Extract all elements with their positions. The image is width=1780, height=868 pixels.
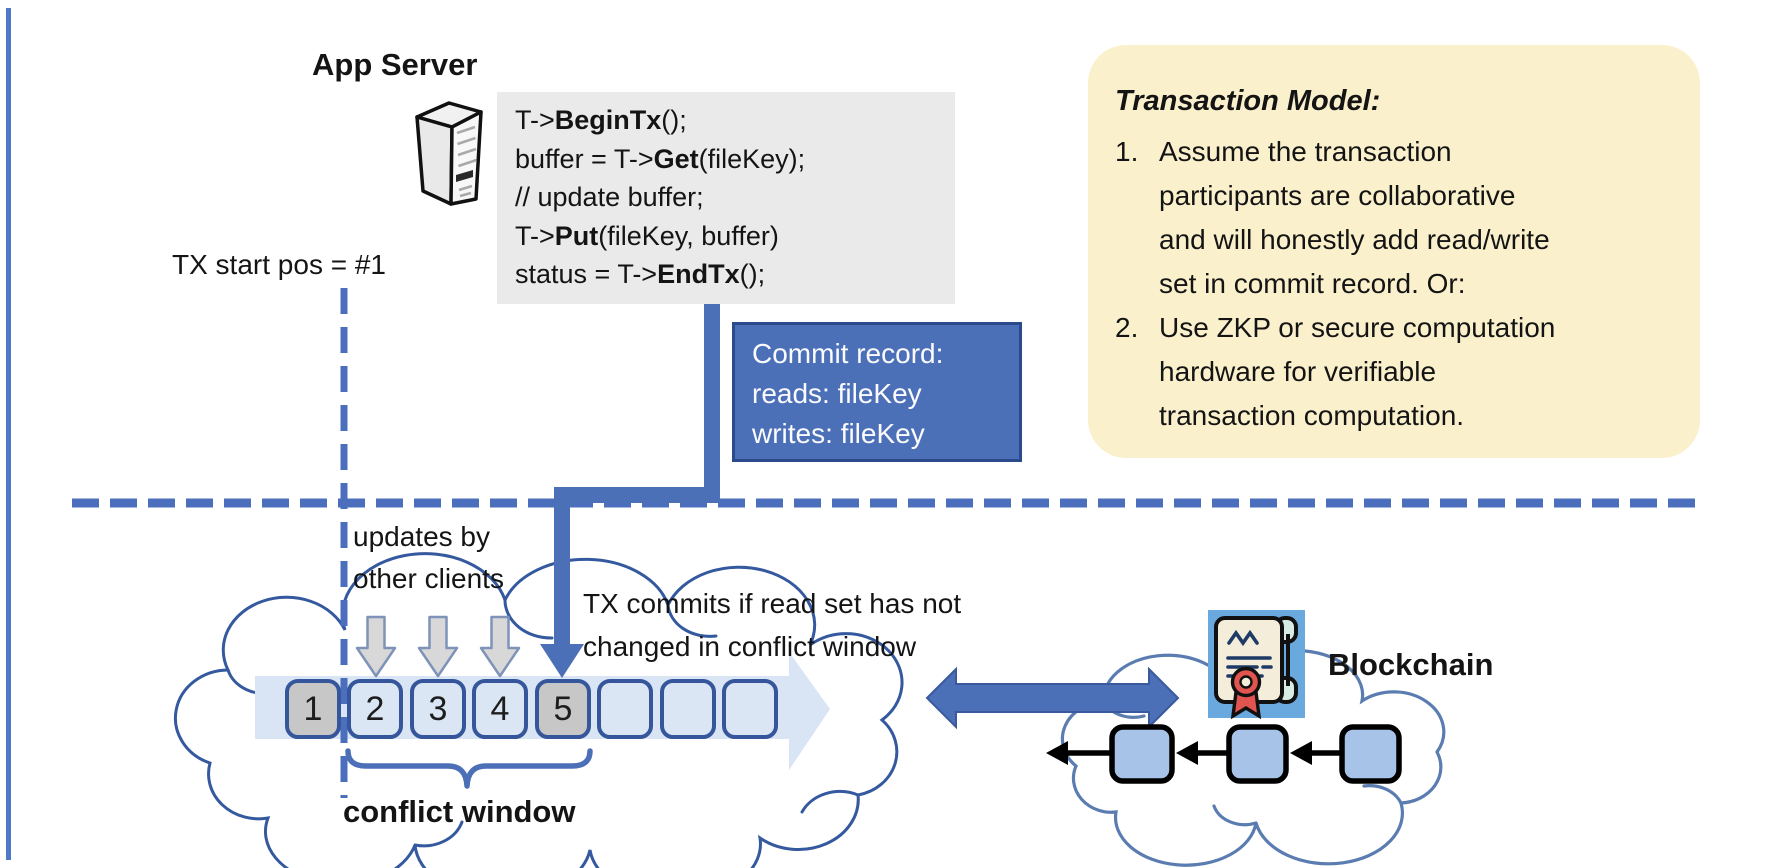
commit-record-line: Commit record:	[752, 338, 944, 369]
code-line: status = T->EndTx();	[515, 259, 766, 289]
commit-record-box: Commit record: reads: fileKey writes: fi…	[732, 322, 1022, 462]
server-tower-icon	[415, 101, 483, 206]
code-block: T->BeginTx(); buffer = T->Get(fileKey); //…	[497, 92, 955, 304]
commit-record-line: writes: fileKey	[752, 418, 925, 449]
certificate-scroll-icon	[1208, 610, 1305, 720]
chain-block	[1109, 724, 1175, 784]
conflict-window-brace	[345, 748, 593, 789]
transaction-model-note: Transaction Model: 1.Assume the transact…	[1088, 45, 1700, 458]
left-edge-line	[6, 8, 11, 860]
code-line: T->Put(fileKey, buffer)	[515, 220, 779, 251]
double-headed-arrow-icon	[925, 666, 1180, 730]
code-line: // update buffer;	[515, 182, 704, 212]
commit-record-line: reads: fileKey	[752, 378, 922, 409]
ledger-block: 1	[285, 679, 341, 739]
tx-commits-caption: TX commits if read set has not changed i…	[583, 588, 962, 662]
app-server-title: App Server	[312, 47, 478, 82]
tx-start-label: TX start pos = #1	[172, 249, 386, 280]
ledger-block: 3	[410, 679, 466, 739]
code-line: buffer = T->Get(fileKey);	[515, 143, 806, 174]
down-arrow-icon	[355, 615, 397, 678]
update-arrows	[355, 615, 521, 678]
transaction-model-title: Transaction Model:	[1115, 85, 1381, 117]
chain-block	[1339, 724, 1402, 784]
updates-by-clients-label: updates by other clients	[353, 521, 504, 594]
down-arrow-icon	[417, 615, 459, 678]
code-lines: T->BeginTx(); buffer = T->Get(fileKey); //…	[515, 101, 955, 294]
chain-links	[1046, 724, 1402, 784]
ledger-block	[660, 679, 716, 739]
elbow-down-arrow-icon	[540, 303, 720, 678]
ledger-block	[597, 679, 653, 739]
chain-block	[1226, 724, 1289, 784]
down-arrow-icon	[479, 615, 521, 678]
ledger-block	[722, 679, 778, 739]
ledger-block: 5	[535, 679, 591, 739]
conflict-window-label: conflict window	[343, 794, 576, 829]
ledger-block: 2	[347, 679, 403, 739]
ledger-block: 4	[472, 679, 528, 739]
blockchain-label: Blockchain	[1328, 647, 1494, 682]
code-line: T->BeginTx();	[515, 105, 687, 135]
